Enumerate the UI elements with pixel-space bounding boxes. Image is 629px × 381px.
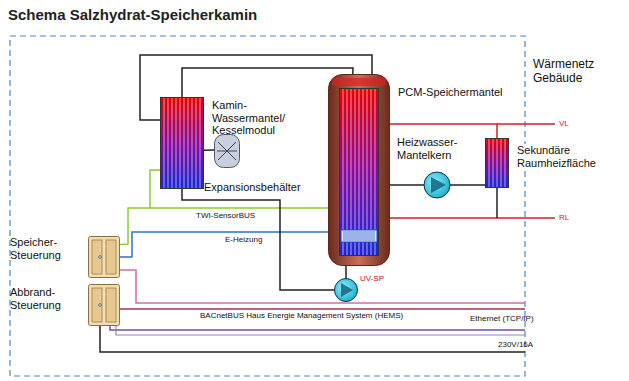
pump-symbol: UV-SP (334, 278, 358, 302)
pump-pipe (390, 184, 424, 186)
expansion-tank-shape (214, 134, 240, 168)
power-line (100, 326, 525, 352)
bus-label: TWI-SensorBUS (196, 211, 255, 220)
component-label: Expansionsbehälter (204, 181, 314, 194)
bus-label: BACnetBUS Haus Energie Management System… (200, 311, 403, 320)
pipe-connector (390, 124, 497, 138)
sensor-wire (150, 170, 160, 208)
pump-symbol-shape (334, 278, 358, 302)
heat-exchanger: Kamin- Wassermantel/ Kesselmodul (160, 97, 204, 189)
component-label: Sekundäre Raumheizfläche (517, 144, 595, 169)
component-label: UV-SP (360, 274, 400, 283)
control-cabinet: Speicher- Steuerung (88, 236, 120, 278)
component-label: Abbrand- Steuerung (10, 286, 80, 311)
component-label: Speicher- Steuerung (10, 236, 80, 261)
pipe-connector (182, 189, 334, 290)
water-core: Heizwasser- Mantelkern (339, 88, 379, 256)
bus-label: E-Heizung (225, 235, 262, 244)
heat-exchanger-shape (160, 97, 204, 189)
component-label: Heizwasser- Mantelkern (397, 136, 477, 161)
pipe-label: VL (559, 119, 569, 128)
diagram-title: Schema Salzhydrat-Speicherkamin (8, 6, 257, 23)
pipe-connector (182, 68, 353, 97)
radiator-shape (485, 138, 509, 188)
network-label: Wärmenetz Gebäude (533, 58, 618, 86)
supply-pipe (497, 123, 555, 125)
component-label: PCM-Speichermantel (398, 86, 508, 99)
pipe-connector (345, 266, 347, 278)
pump-pipe (450, 184, 485, 186)
expansion-tank: Expansionsbehälter (214, 134, 240, 168)
pipe-connector (204, 149, 214, 151)
bus-label: Ethernet (TCP/IP) (470, 314, 534, 323)
control-cabinet-shape (88, 284, 120, 326)
pcm-storage-tank: PCM-SpeichermantelHeizwasser- Mantelkern (328, 74, 390, 266)
control-cabinet: Abbrand- Steuerung (88, 284, 120, 326)
power-label: 230V/16A (498, 340, 533, 349)
ethernet-line (110, 326, 525, 330)
pipe-label: RL (559, 213, 569, 222)
return-branch (496, 188, 498, 218)
ethernet-line (116, 326, 525, 335)
circulation-pump (424, 172, 450, 198)
pipe-connector (120, 232, 328, 257)
bacnet-bus (120, 308, 525, 310)
water-core-shape (339, 88, 379, 256)
control-cabinet-shape (88, 236, 120, 278)
return-pipe (390, 217, 555, 219)
radiator: Sekundäre Raumheizfläche (485, 138, 509, 188)
component-label: Kamin- Wassermantel/ Kesselmodul (212, 99, 297, 137)
pipe-connector (120, 208, 328, 244)
system-boundary (10, 36, 525, 376)
bacnet-bus (120, 270, 525, 303)
